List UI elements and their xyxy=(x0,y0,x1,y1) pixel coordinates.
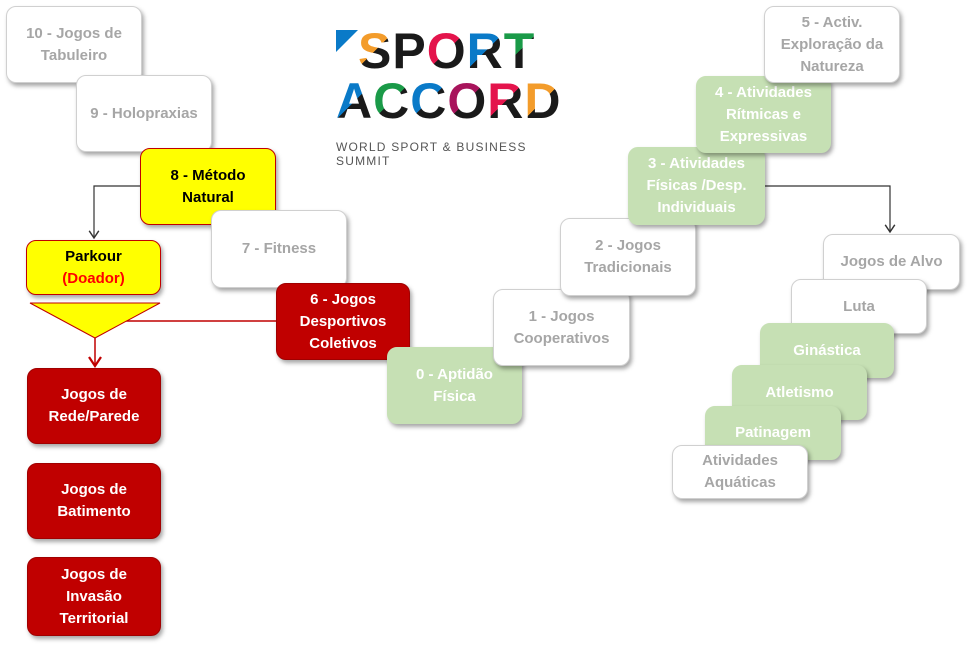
logo-letter: S xyxy=(358,23,393,79)
parkour-label: Parkour xyxy=(65,247,122,265)
logo-line-1: SPORT xyxy=(336,26,576,76)
node-atividades-aquaticas: Atividades Aquáticas xyxy=(672,445,808,499)
node-jogos-rede-parede: Jogos de Rede/Parede xyxy=(27,368,161,444)
node-jogos-invasao-territorial: Jogos de Invasão Territorial xyxy=(27,557,161,636)
arrow-individuais-to-alvo xyxy=(765,185,896,234)
logo-letter: R xyxy=(466,23,504,79)
logo-tagline: WORLD SPORT & BUSINESS SUMMIT xyxy=(336,140,527,168)
logo-letter: O xyxy=(447,73,488,129)
node-1-jogos-cooperativos: 1 - Jogos Cooperativos xyxy=(493,289,630,366)
node-7-fitness: 7 - Fitness xyxy=(211,210,347,288)
logo-line-2: ACCORD xyxy=(336,76,576,126)
sportaccord-logo: SPORT ACCORD WORLD SPORT & BUSINESS SUMM… xyxy=(336,26,576,168)
arrow-metodo-to-parkour xyxy=(88,185,140,240)
node-9-holopraxias: 9 - Holopraxias xyxy=(76,75,212,152)
node-6-jogos-desportivos-coletivos: 6 - Jogos Desportivos Coletivos xyxy=(276,283,410,360)
node-3-atividades-individuais: 3 - Atividades Físicas /Desp. Individuai… xyxy=(628,147,765,225)
logo-letter: T xyxy=(503,23,536,79)
logo-letter: C xyxy=(410,73,448,129)
logo-letter: C xyxy=(373,73,411,129)
node-parkour: Parkour (Doador) xyxy=(26,240,161,295)
node-4-atividades-ritmicas: 4 - Atividades Rítmicas e Expressivas xyxy=(696,76,831,153)
node-jogos-batimento: Jogos de Batimento xyxy=(27,463,161,539)
logo-letter: D xyxy=(524,73,562,129)
doador-label: (Doador) xyxy=(62,269,125,287)
node-10-jogos-tabuleiro: 10 - Jogos de Tabuleiro xyxy=(6,6,142,83)
logo-letter: O xyxy=(426,23,467,79)
logo-letter: A xyxy=(336,73,374,129)
node-2-jogos-tradicionais: 2 - Jogos Tradicionais xyxy=(560,218,696,296)
logo-letter: R xyxy=(487,73,525,129)
node-5-exploracao-natureza: 5 - Activ. Exploração da Natureza xyxy=(764,6,900,83)
funnel-triangle xyxy=(29,302,161,339)
logo-letter: P xyxy=(392,23,427,79)
